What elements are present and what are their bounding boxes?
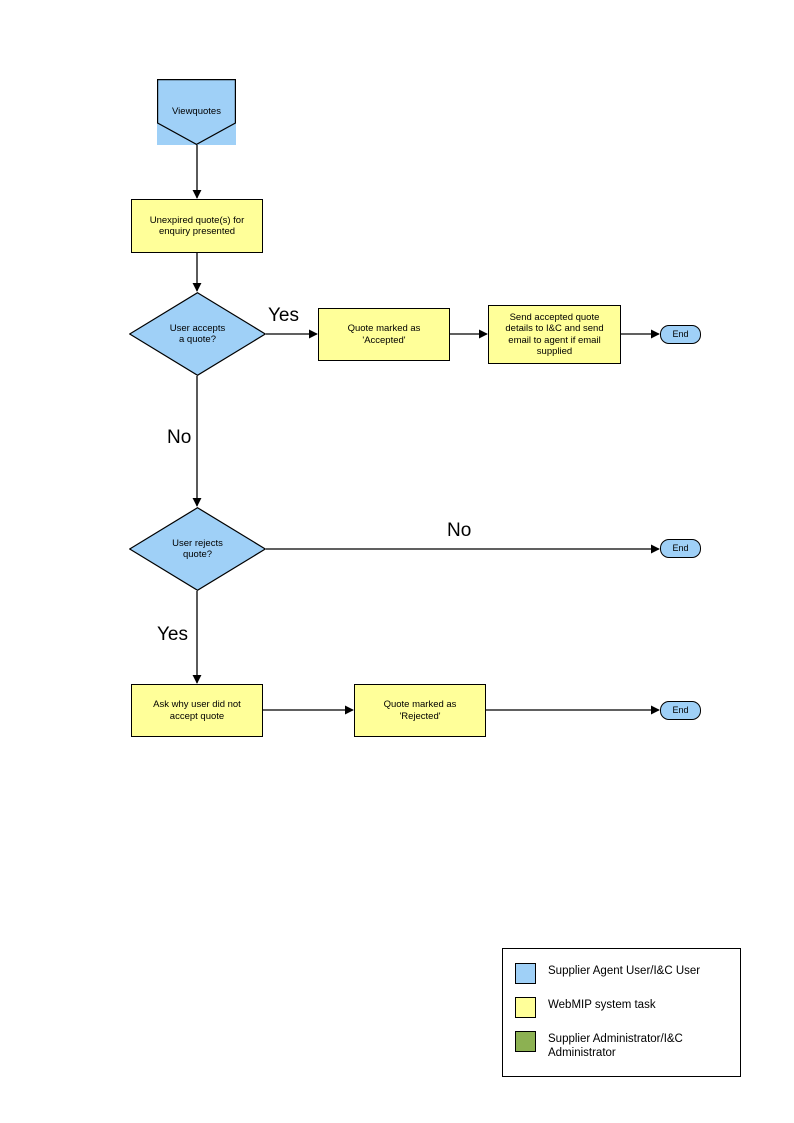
node-start-viewquotes: Viewquotes — [157, 79, 236, 145]
node-label: Quote marked as 'Rejected' — [383, 699, 457, 722]
node-label: Send accepted quote details to I&C and s… — [505, 312, 604, 357]
node-decision-user-accepts-quote: User accepts a quote? — [129, 292, 266, 376]
diamond-shape-icon — [129, 507, 266, 591]
node-label: Viewquotes — [172, 106, 221, 118]
legend-label: Supplier Administrator/I&C Administrator — [548, 1033, 683, 1059]
node-task-unexpired-quotes: Unexpired quote(s) for enquiry presented — [131, 199, 263, 253]
legend-label: WebMIP system task — [548, 999, 656, 1011]
edge-label-yes-accepts: Yes — [268, 305, 299, 326]
edge-label-yes-rejects: Yes — [157, 624, 188, 645]
legend-swatch-supplier-administrator — [515, 1031, 536, 1052]
node-label: End — [672, 543, 689, 554]
legend-label: Supplier Agent User/I&C User — [548, 965, 701, 977]
node-label: User accepts a quote? — [169, 322, 226, 345]
node-end-no-rejection: End — [660, 539, 701, 558]
node-end-accepted: End — [660, 325, 701, 344]
node-label: Unexpired quote(s) for enquiry presented — [149, 214, 245, 237]
node-label: End — [672, 329, 689, 340]
node-task-quote-marked-rejected: Quote marked as 'Rejected' — [354, 684, 486, 737]
legend-item: Supplier Agent User/I&C User — [515, 963, 730, 984]
node-end-rejected: End — [660, 701, 701, 720]
legend-item: Supplier Administrator/I&C Administrator — [515, 1031, 730, 1060]
edge-label-no-accepts: No — [167, 427, 192, 448]
node-label: End — [672, 705, 689, 716]
node-decision-user-rejects-quote: User rejects quote? — [129, 507, 266, 591]
legend-item: WebMIP system task — [515, 997, 730, 1018]
legend-swatch-supplier-agent-user — [515, 963, 536, 984]
pentagon-shape-icon — [157, 79, 236, 145]
legend-swatch-webmip-system-task — [515, 997, 536, 1018]
node-task-quote-marked-accepted: Quote marked as 'Accepted' — [318, 308, 450, 361]
edge-label-no-rejects: No — [447, 520, 472, 541]
node-label: Ask why user did not accept quote — [153, 699, 241, 722]
node-label: User rejects quote? — [172, 537, 223, 560]
diamond-shape-icon — [129, 292, 266, 376]
legend: Supplier Agent User/I&C User WebMIP syst… — [502, 948, 741, 1077]
node-label: Quote marked as 'Accepted' — [347, 323, 421, 346]
node-task-ask-why-not-accepted: Ask why user did not accept quote — [131, 684, 263, 737]
node-task-send-accepted-quote-details: Send accepted quote details to I&C and s… — [488, 305, 621, 364]
